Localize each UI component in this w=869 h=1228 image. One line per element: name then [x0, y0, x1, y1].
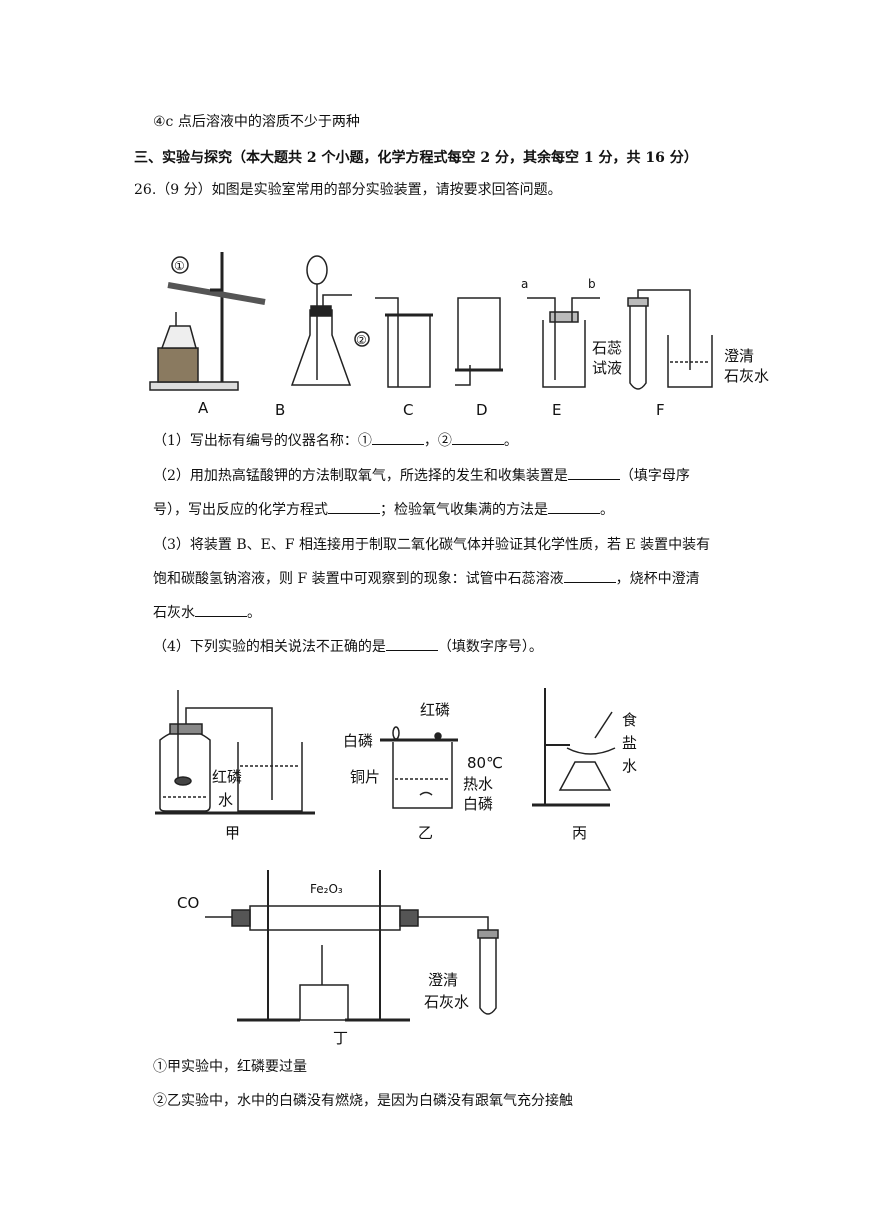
answer-blank[interactable] — [371, 432, 424, 445]
q2-text-c: 号），写出反应的化学方程式 — [153, 502, 328, 518]
apparatus-f — [627, 289, 713, 390]
statement-1: ①甲实验中，红磷要过量 — [153, 1059, 307, 1075]
apparatus-c — [375, 297, 433, 388]
answer-blank[interactable] — [451, 432, 504, 445]
answer-blank[interactable] — [548, 501, 600, 514]
label-litmus-1: 石蕊 — [592, 339, 622, 357]
option-4-text: ④c 点后溶液中的溶质不少于两种 — [153, 114, 360, 130]
answer-blank[interactable] — [563, 570, 616, 583]
q4-text-b: （填数字序号）。 — [437, 639, 543, 655]
label-temperature: 80℃ — [467, 754, 503, 772]
label-lime-1: 澄清 — [724, 347, 754, 365]
label-e-a: a — [521, 277, 528, 291]
q3-text-d: 石灰水 — [153, 605, 195, 621]
apparatus-d — [455, 297, 503, 386]
subquestion-3-line2: 饱和碳酸氢钠溶液，则 F 装置中可观察到的现象：试管中石蕊溶液 ，烧杯中澄清 — [153, 570, 700, 588]
answer-blank[interactable] — [567, 467, 620, 480]
question-26: 26.（9 分）如图是实验室常用的部分实验装置，请按要求回答问题。 — [134, 182, 562, 198]
q2-text-e: 。 — [600, 502, 614, 518]
apparatus-b — [290, 255, 370, 386]
q3-text-e: 。 — [247, 605, 261, 621]
experiment-yi — [380, 726, 458, 809]
answer-blank[interactable] — [328, 501, 380, 514]
statement-2: ②乙实验中，水中的白磷没有燃烧，是因为白磷没有跟氧气充分接触 — [153, 1093, 573, 1109]
label-fe2o3: Fe₂O₃ — [310, 882, 343, 896]
label-yi: 乙 — [418, 824, 433, 842]
q2-text-b: （填字母序 — [619, 468, 690, 484]
section-heading: 三、实验与探究（本大题共 2 个小题，化学方程式每空 2 分，其余每空 1 分，… — [134, 150, 698, 166]
label-a: A — [198, 399, 209, 417]
label-red-phosphorus: 红磷 — [212, 768, 242, 786]
label-f: F — [656, 401, 665, 419]
label-lime-2: 石灰水 — [424, 993, 469, 1011]
label-c: C — [403, 401, 413, 419]
label-ding: 丁 — [333, 1029, 348, 1047]
subquestion-1: （1）写出标有编号的仪器名称：① ，② 。 — [153, 432, 518, 450]
label-lime-2: 石灰水 — [724, 367, 769, 385]
subquestion-2-line2: 号），写出反应的化学方程式 ；检验氧气收集满的方法是 。 — [153, 501, 614, 519]
q1-text-b: ，② — [423, 433, 452, 449]
label-bing: 丙 — [572, 824, 587, 842]
label-hot-water: 热水 — [463, 775, 493, 793]
subquestion-3-line3: 石灰水 。 — [153, 604, 261, 622]
q1-text-a: （1）写出标有编号的仪器名称：① — [153, 433, 372, 449]
q4-text-a: （4）下列实验的相关说法不正确的是 — [153, 639, 386, 655]
label-white-phosphorus-top: 白磷 — [343, 732, 373, 750]
subquestion-2-line1: （2）用加热高锰酸钾的方法制取氧气，所选择的发生和收集装置是 （填字母序 — [153, 467, 690, 485]
label-co: CO — [177, 894, 199, 912]
q2-text-d: ；检验氧气收集满的方法是 — [380, 502, 548, 518]
q1-text-c: 。 — [503, 433, 518, 449]
apparatus-e — [527, 297, 600, 388]
answer-blank[interactable] — [385, 638, 438, 651]
label-red-phosphorus-2: 红磷 — [420, 701, 450, 719]
answer-blank[interactable] — [195, 604, 247, 617]
subquestion-3-line1: （3）将装置 B、E、F 相连接用于制取二氧化碳气体并验证其化学性质，若 E 装… — [153, 537, 711, 553]
label-salt-2: 盐 — [622, 734, 637, 752]
label-b: B — [275, 401, 285, 419]
label-jia: 甲 — [225, 824, 240, 842]
label-white-phosphorus-bottom: 白磷 — [463, 795, 493, 813]
apparatus-a — [149, 252, 266, 391]
label-e-b: b — [588, 277, 596, 291]
q3-text-c: ，烧杯中澄清 — [615, 571, 700, 587]
experiment-jia — [155, 690, 315, 815]
label-d: D — [476, 401, 488, 419]
label-e: E — [552, 401, 561, 419]
experiment-ding — [205, 870, 499, 1022]
label-litmus-2: 试液 — [592, 359, 622, 377]
marker-2: ② — [356, 333, 367, 347]
label-salt-1: 食 — [622, 711, 637, 729]
q3-text-b: 饱和碳酸氢钠溶液，则 F 装置中可观察到的现象：试管中石蕊溶液 — [153, 571, 564, 587]
marker-1: ① — [174, 259, 185, 273]
label-lime-1: 澄清 — [428, 971, 458, 989]
experiment-bing — [532, 688, 616, 807]
subquestion-4: （4）下列实验的相关说法不正确的是 （填数字序号）。 — [153, 638, 543, 656]
label-water: 水 — [218, 791, 233, 809]
label-copper: 铜片 — [350, 768, 380, 786]
q2-text-a: （2）用加热高锰酸钾的方法制取氧气，所选择的发生和收集装置是 — [153, 468, 568, 484]
label-salt-3: 水 — [622, 757, 637, 775]
